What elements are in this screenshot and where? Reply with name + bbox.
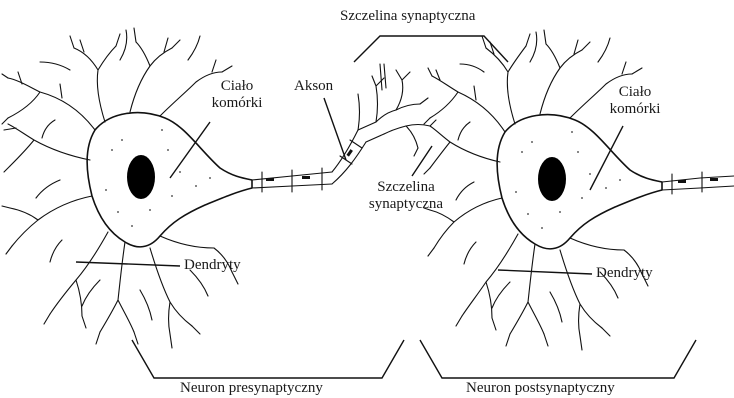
right-cell-body-label: Ciało komórki xyxy=(605,84,665,118)
right-dendrites-label: Dendryty xyxy=(596,265,653,282)
right-soma-texture xyxy=(515,131,621,229)
right-dendrite-branches xyxy=(424,30,648,350)
middle-cleft-leader xyxy=(412,146,432,176)
left-soma xyxy=(87,113,252,247)
left-dendrites-leader xyxy=(76,262,180,266)
top-cleft-label: Szczelina synaptyczna xyxy=(340,8,475,25)
right-dendrites-leader xyxy=(498,270,592,274)
right-nucleus xyxy=(538,157,566,201)
left-dendrites-label: Dendryty xyxy=(184,257,241,274)
left-cell-body-label: Ciało komórki xyxy=(207,78,267,112)
left-cell-body-leader xyxy=(170,122,210,178)
top-cleft-bracket xyxy=(354,36,508,62)
left-dendrite-branches xyxy=(2,28,238,348)
right-soma xyxy=(497,115,662,249)
left-nucleus xyxy=(127,155,155,199)
postsynaptic-neuron xyxy=(424,30,734,350)
axon-label: Akson xyxy=(294,78,333,95)
presynaptic-neuron-label: Neuron presynaptyczny xyxy=(180,380,323,397)
presynaptic-bracket xyxy=(132,340,404,378)
left-dendrite-trunks xyxy=(8,42,232,334)
axon-leader xyxy=(324,98,346,160)
middle-cleft-label: Szczelina synaptyczna xyxy=(364,179,448,213)
postsynaptic-neuron-label: Neuron postsynaptyczny xyxy=(466,380,615,397)
left-axon xyxy=(252,64,436,192)
postsynaptic-bracket xyxy=(420,340,696,378)
right-axon xyxy=(662,172,734,194)
